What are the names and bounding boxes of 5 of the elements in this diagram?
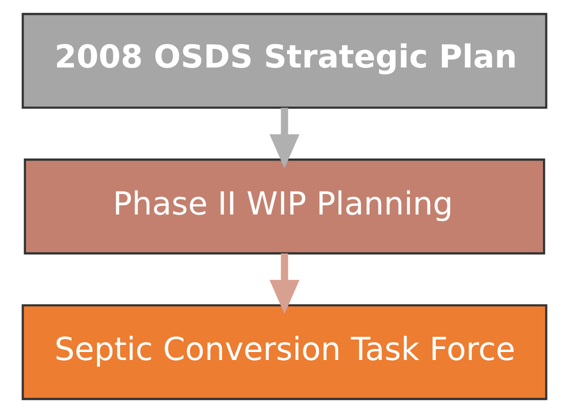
node-box: Phase II WIP Planning [23, 158, 545, 254]
node-box: 2008 OSDS Strategic Plan [21, 12, 547, 109]
arrow [269, 254, 299, 314]
arrow [269, 108, 299, 168]
node-box: Septic Conversion Task Force [21, 304, 547, 400]
